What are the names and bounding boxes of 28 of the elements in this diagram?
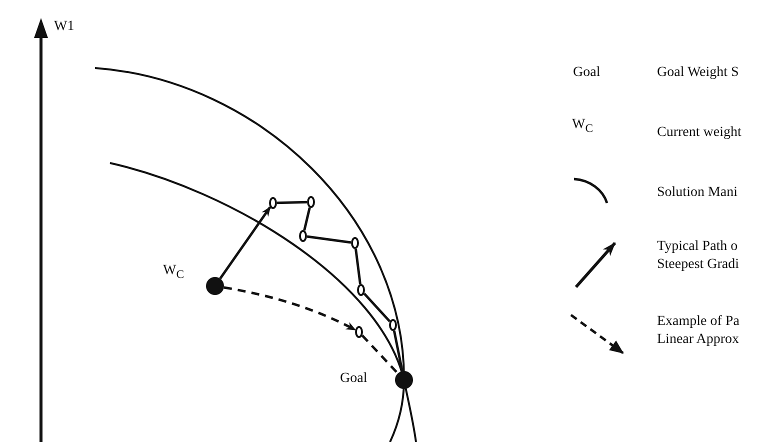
- point-label: Goal: [340, 370, 368, 388]
- path-line: [392, 330, 404, 372]
- path-step-point: [269, 197, 277, 209]
- weight-point: [206, 277, 224, 295]
- path-line: [306, 235, 352, 244]
- point-label: W$_{C}$: [163, 262, 184, 283]
- path-step-point: [351, 237, 359, 249]
- path-step-point: [357, 284, 365, 296]
- legend-text: Example of Pa Linear Approx: [657, 313, 740, 349]
- legend-text: Typical Path o Steepest Gradi: [657, 238, 740, 274]
- path-line: [276, 200, 308, 204]
- path-step-point: [307, 196, 315, 208]
- legend-text: Goal Weight S: [657, 64, 740, 82]
- legend-key-text: W$_{C}$: [572, 116, 593, 137]
- path-step-point: [299, 230, 307, 242]
- axis-label: W1: [54, 18, 74, 36]
- dashed-path-line: [361, 334, 399, 374]
- legend-text: Current weight: [657, 124, 742, 142]
- path-line: [303, 207, 311, 231]
- legend-text: Solution Mani: [657, 184, 739, 202]
- path-line: [363, 292, 391, 322]
- legend-key-text: Goal: [573, 64, 600, 82]
- path-line: [354, 248, 362, 284]
- arrow: [224, 286, 356, 332]
- path-step-point: [389, 319, 397, 331]
- path-step-point: [355, 326, 363, 338]
- arrow: [219, 206, 272, 280]
- weight-point: [395, 371, 413, 389]
